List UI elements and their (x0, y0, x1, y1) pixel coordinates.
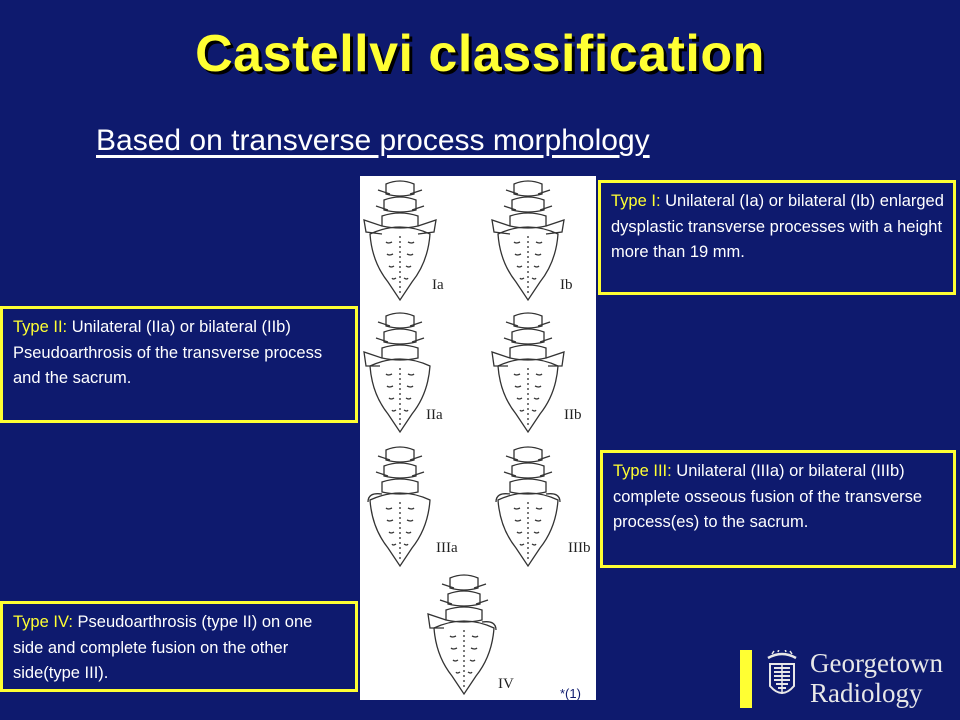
logo-accent-bar (740, 650, 752, 708)
label-ia: Ia (432, 277, 444, 293)
type-i-text: Unilateral (Ia) or bilateral (Ib) enlarg… (611, 192, 944, 261)
label-iia: IIa (426, 407, 443, 423)
label-ib: Ib (560, 277, 573, 293)
type-iv-lead: Type IV: (13, 613, 73, 631)
slide-subtitle: Based on transverse process morphology (96, 124, 650, 157)
type-iv-box: Type IV: Pseudoarthrosis (type II) on on… (0, 601, 358, 692)
type-iii-lead: Type III: (613, 462, 672, 480)
label-iib: IIb (564, 407, 582, 423)
label-iiib: IIIb (568, 540, 591, 556)
vertebra-iiib (495, 446, 561, 567)
label-iv: IV (498, 676, 514, 692)
type-i-box: Type I: Unilateral (Ia) or bilateral (Ib… (598, 180, 956, 295)
georgetown-seal-icon (767, 650, 797, 694)
vertebra-iia (363, 312, 431, 433)
logo-line-1: Georgetown (810, 648, 943, 678)
slide-title: Castellvi classification (195, 25, 765, 83)
vertebra-iv (427, 574, 497, 695)
vertebra-iib (491, 312, 565, 433)
type-iv-text: Pseudoarthrosis (type II) on one side an… (13, 613, 313, 682)
label-iiia: IIIa (436, 540, 458, 556)
type-iii-box: Type III: Unilateral (IIIa) or bilateral… (600, 450, 956, 568)
citation: *(1) (560, 686, 581, 701)
type-i-lead: Type I: (611, 192, 661, 210)
vertebra-ib (491, 180, 565, 301)
type-iii-text: Unilateral (IIIa) or bilateral (IIIb) co… (613, 462, 923, 531)
type-ii-box: Type II: Unilateral (IIa) or bilateral (… (0, 306, 358, 423)
type-ii-text: Unilateral (IIa) or bilateral (IIb) Pseu… (13, 318, 323, 387)
georgetown-radiology-logo: Georgetown Radiology (740, 646, 952, 712)
vertebrae-illustration: Ia Ib IIa IIb IIIa IIIb IV (363, 180, 591, 695)
vertebra-ia (363, 180, 437, 301)
castellvi-figure: Ia Ib IIa IIb IIIa IIIb IV (360, 176, 596, 700)
vertebra-iiia (367, 446, 431, 567)
logo-line-2: Radiology (810, 678, 923, 708)
type-ii-lead: Type II: (13, 318, 68, 336)
